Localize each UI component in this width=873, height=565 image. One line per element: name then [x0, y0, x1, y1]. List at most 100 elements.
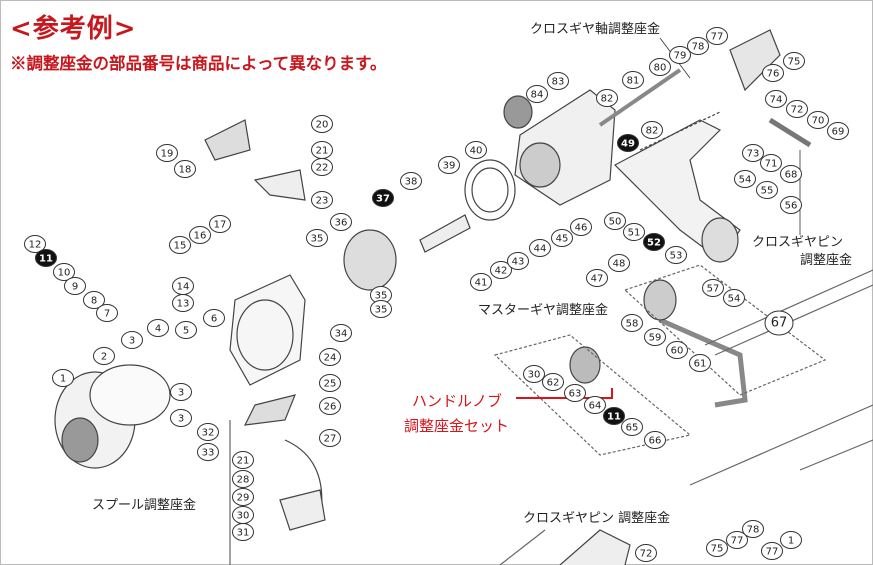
part-number: 72 [640, 549, 653, 560]
callout-bubble [617, 134, 639, 152]
part-number: 16 [194, 231, 207, 242]
callout-bubble [641, 121, 663, 139]
part-callout-72: 72 [635, 544, 657, 562]
callout-bubble [761, 542, 783, 560]
callout-bubble [370, 300, 392, 318]
callout-bubble [232, 470, 254, 488]
callout-bubble [523, 365, 545, 383]
part-number: 31 [237, 528, 250, 539]
label-spool-washer: スプール調整座金 [92, 498, 197, 513]
part-number: 66 [649, 436, 662, 447]
part-number: 36 [335, 218, 348, 229]
part-number: 50 [609, 217, 622, 228]
label-master-gear-washer: マスターギヤ調整座金 [478, 303, 609, 318]
part-callout-22: 22 [311, 158, 333, 176]
part-number: 39 [443, 161, 456, 172]
part-number: 43 [512, 257, 525, 268]
part-callout-1: 1 [780, 531, 802, 549]
part-number: 83 [552, 77, 565, 88]
part-number: 65 [626, 423, 639, 434]
callout-bubble [643, 233, 665, 251]
part-number: 45 [556, 234, 569, 245]
callout-bubble [64, 277, 86, 295]
part-callout-33: 33 [197, 443, 219, 461]
part-number: 49 [621, 139, 635, 150]
part-callout-10: 10 [53, 263, 75, 281]
callout-bubble [807, 111, 829, 129]
part-number: 17 [214, 220, 227, 231]
callout-bubble [756, 181, 778, 199]
callout-bubble [319, 397, 341, 415]
part-number: 34 [335, 329, 348, 340]
part-callout-39: 39 [438, 156, 460, 174]
callout-bubble [232, 523, 254, 541]
part-number: 3 [178, 414, 184, 425]
part-callout-51: 51 [623, 223, 645, 241]
rotor-part [229, 274, 306, 386]
part-callout-50: 50 [604, 212, 626, 230]
callout-bubble [465, 141, 487, 159]
part-callout-17: 17 [209, 215, 231, 233]
part-number: 3 [178, 388, 184, 399]
callout-bubble [764, 310, 794, 336]
part-number: 71 [765, 159, 778, 170]
callout-bubble [723, 289, 745, 307]
part-callout-64: 64 [584, 396, 606, 414]
part-callout-26: 26 [319, 397, 341, 415]
handle-knob-leader [516, 388, 613, 399]
callout-bubble [726, 531, 748, 549]
callout-bubble [649, 58, 671, 76]
callout-bubble [786, 100, 808, 118]
part-callout-48: 48 [608, 254, 630, 272]
part-callout-24: 24 [319, 348, 341, 366]
callout-bubble [702, 279, 724, 297]
part-number: 24 [324, 353, 337, 364]
part-callout-82: 82 [596, 89, 618, 107]
callout-bubble [596, 89, 618, 107]
part-callout-84: 84 [526, 85, 548, 103]
callout-bubble [470, 273, 492, 291]
part-number: 6 [211, 314, 217, 325]
part-callout-45: 45 [551, 229, 573, 247]
callout-bubble [24, 235, 46, 253]
part-callout-36: 36 [330, 213, 352, 231]
callout-bubble [172, 294, 194, 312]
callout-bubble [564, 384, 586, 402]
part-number: 73 [747, 149, 760, 160]
part-callout-77: 77 [761, 542, 783, 560]
part-number: 32 [202, 428, 215, 439]
part-number: 53 [670, 251, 683, 262]
callout-bubble [232, 488, 254, 506]
part-number: 37 [376, 194, 390, 205]
callout-bubble [209, 215, 231, 233]
part-callout-66: 66 [644, 431, 666, 449]
part-callout-11: 11 [603, 407, 625, 425]
part-callout-43: 43 [507, 252, 529, 270]
callout-bubble [330, 324, 352, 342]
part-number: 42 [495, 266, 508, 277]
part-number: 30 [237, 511, 250, 522]
callout-bubble [622, 71, 644, 89]
callout-bubble [734, 170, 756, 188]
callout-bubble [687, 37, 709, 55]
part-callout-67: 67 [764, 310, 794, 336]
part-callout-52: 52 [643, 233, 665, 251]
part-callout-1: 1 [52, 369, 74, 387]
part-callout-49: 49 [617, 134, 639, 152]
callout-bubble [635, 544, 657, 562]
part-callout-8: 8 [83, 291, 105, 309]
part-callout-23: 23 [311, 191, 333, 209]
part-callout-7: 7 [96, 304, 118, 322]
callout-bubble [53, 263, 75, 281]
part-callout-73: 73 [742, 144, 764, 162]
callout-bubble [780, 196, 802, 214]
part-number: 11 [39, 254, 53, 265]
part-number: 35 [311, 234, 324, 245]
callout-bubble [570, 218, 592, 236]
callout-bubble [689, 354, 711, 372]
callout-bubble [644, 328, 666, 346]
part-number: 30 [528, 370, 541, 381]
part-number: 52 [647, 238, 661, 249]
part-number: 59 [649, 333, 662, 344]
